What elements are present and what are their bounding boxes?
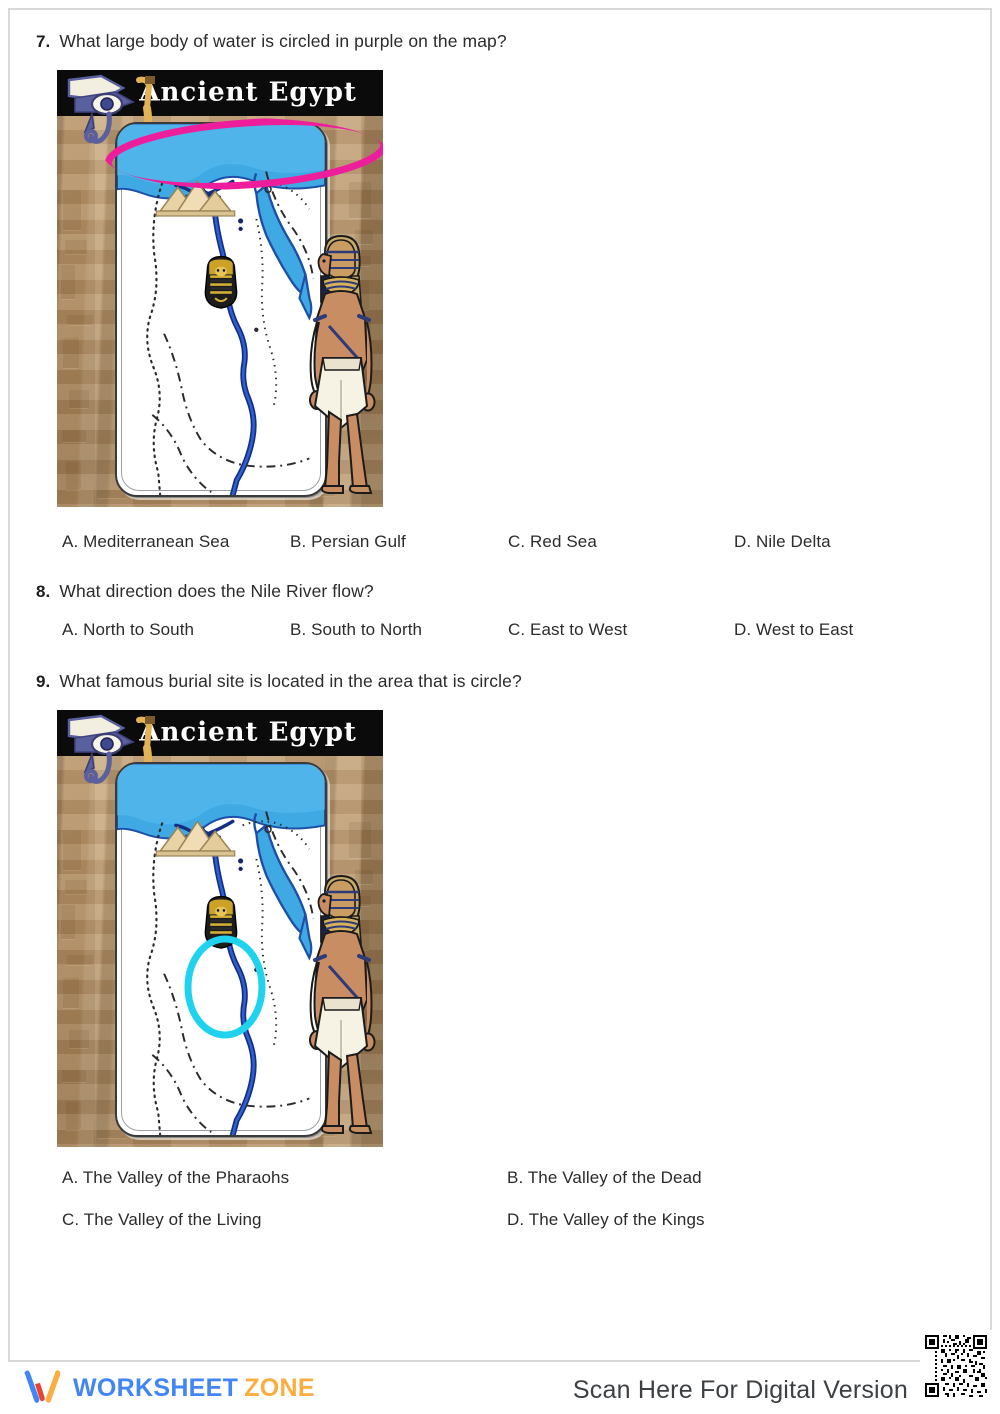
option-9-d-letter: D.	[507, 1210, 525, 1229]
option-8-d-label: West to East	[756, 620, 854, 639]
question-8-text: What direction does the Nile River flow?	[59, 581, 374, 601]
option-7-d-label: Nile Delta	[756, 532, 831, 551]
option-7-d-letter: D.	[734, 532, 752, 551]
option-8-c-label: East to West	[530, 620, 628, 639]
option-8-b[interactable]: B. South to North	[290, 620, 508, 640]
purple-highlight-circle	[104, 118, 383, 190]
option-9-c-label: The Valley of the Living	[83, 1210, 262, 1229]
question-9-text: What famous burial site is located in th…	[59, 671, 522, 691]
option-8-d[interactable]: D. West to East	[734, 620, 853, 640]
question-8: 8. What direction does the Nile River fl…	[36, 580, 374, 604]
brand-primary-text: WORKSHEET	[73, 1373, 239, 1402]
option-9-c[interactable]: C. The Valley of the Living	[62, 1210, 507, 1230]
option-9-d[interactable]: D. The Valley of the Kings	[507, 1210, 822, 1230]
question-8-options: A. North to South B. South to North C. E…	[62, 620, 892, 640]
qr-code-image	[923, 1333, 989, 1399]
option-9-a[interactable]: A. The Valley of the Pharaohs	[62, 1168, 507, 1188]
option-7-a-label: Mediterranean Sea	[83, 532, 230, 551]
egyptian-figure-1	[309, 234, 376, 494]
option-7-a[interactable]: A. Mediterranean Sea	[62, 532, 290, 552]
option-7-a-letter: A.	[62, 532, 79, 551]
option-8-a[interactable]: A. North to South	[62, 620, 290, 640]
option-8-a-label: North to South	[83, 620, 195, 639]
map-title-1: Ancient Egypt	[139, 77, 357, 108]
question-7-options: A. Mediterranean Sea B. Persian Gulf C. …	[62, 532, 892, 552]
question-7: 7. What large body of water is circled i…	[36, 30, 507, 54]
map-title-2: Ancient Egypt	[139, 717, 357, 748]
scan-here-text: Scan Here For Digital Version	[572, 1376, 908, 1404]
option-7-d[interactable]: D. Nile Delta	[734, 532, 831, 552]
option-9-b-letter: B.	[507, 1168, 524, 1187]
option-7-b-label: Persian Gulf	[311, 532, 406, 551]
question-7-text: What large body of water is circled in p…	[59, 31, 507, 51]
egyptian-figure-2	[309, 874, 376, 1134]
question-8-number: 8.	[36, 582, 51, 601]
question-9-options: A. The Valley of the Pharaohs B. The Val…	[62, 1168, 822, 1230]
option-7-c-letter: C.	[508, 532, 526, 551]
map-card-2	[115, 762, 327, 1137]
qr-code[interactable]	[920, 1330, 992, 1402]
option-8-a-letter: A.	[62, 620, 79, 639]
option-7-b[interactable]: B. Persian Gulf	[290, 532, 508, 552]
option-9-c-letter: C.	[62, 1210, 80, 1229]
question-7-number: 7.	[36, 32, 51, 51]
eye-of-horus-icon-2	[67, 714, 155, 784]
figure-ancient-egypt-map-1: Ancient Egypt	[57, 70, 383, 507]
question-9: 9. What famous burial site is located in…	[36, 670, 522, 694]
cyan-highlight-circle	[184, 935, 266, 1039]
figure-ancient-egypt-map-2: Ancient Egypt	[57, 710, 383, 1147]
option-8-c-letter: C.	[508, 620, 526, 639]
option-9-b-label: The Valley of the Dead	[527, 1168, 702, 1187]
worksheet-zone-logo-icon	[24, 1370, 61, 1403]
option-9-d-label: The Valley of the Kings	[528, 1210, 705, 1229]
option-8-c[interactable]: C. East to West	[508, 620, 734, 640]
option-9-a-letter: A.	[62, 1168, 79, 1187]
option-9-b[interactable]: B. The Valley of the Dead	[507, 1168, 822, 1188]
egypt-map-drawing-2	[117, 764, 325, 1135]
brand-secondary-text: ZONE	[244, 1373, 315, 1402]
option-8-b-label: South to North	[311, 620, 423, 639]
option-8-b-letter: B.	[290, 620, 307, 639]
option-9-a-label: The Valley of the Pharaohs	[82, 1168, 290, 1187]
option-7-c-label: Red Sea	[530, 532, 597, 551]
question-9-number: 9.	[36, 672, 51, 691]
option-8-d-letter: D.	[734, 620, 752, 639]
option-7-b-letter: B.	[290, 532, 307, 551]
option-7-c[interactable]: C. Red Sea	[508, 532, 734, 552]
